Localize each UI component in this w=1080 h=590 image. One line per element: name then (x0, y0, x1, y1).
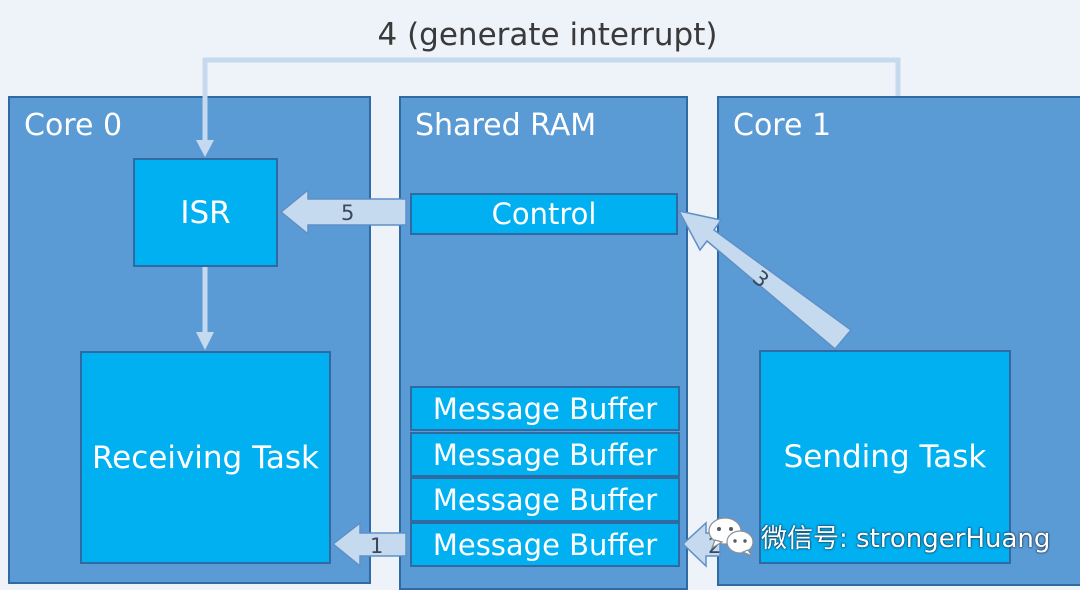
shared-ram-title: Shared RAM (415, 108, 597, 143)
watermark-text: 微信号: strongerHuang (761, 523, 1051, 554)
message-buffer: Message Buffer (410, 522, 680, 567)
arrow-1 (331, 521, 407, 568)
arrow-5-label: 5 (341, 201, 355, 225)
interrupt-connector-arrow (196, 57, 901, 157)
wechat-icon (708, 517, 754, 558)
message-buffer: Message Buffer (410, 432, 680, 477)
message-buffer: Message Buffer (410, 386, 680, 431)
interrupt-label: 4 (generate interrupt) (377, 17, 718, 53)
arrow-3 (677, 209, 853, 351)
receiving-task-box: Receiving Task (80, 351, 331, 564)
isr-to-task-arrow (196, 267, 214, 350)
arrow-5 (279, 188, 407, 236)
core0-title: Core 0 (24, 108, 123, 143)
core1-title: Core 1 (733, 108, 832, 143)
message-buffer: Message Buffer (410, 477, 680, 522)
sending-task-box: Sending Task (759, 350, 1011, 564)
control-box: Control (410, 193, 678, 235)
arrow-1-label: 1 (370, 534, 384, 558)
watermark: 微信号: strongerHuang (707, 514, 1050, 558)
isr-box: ISR (133, 158, 278, 267)
